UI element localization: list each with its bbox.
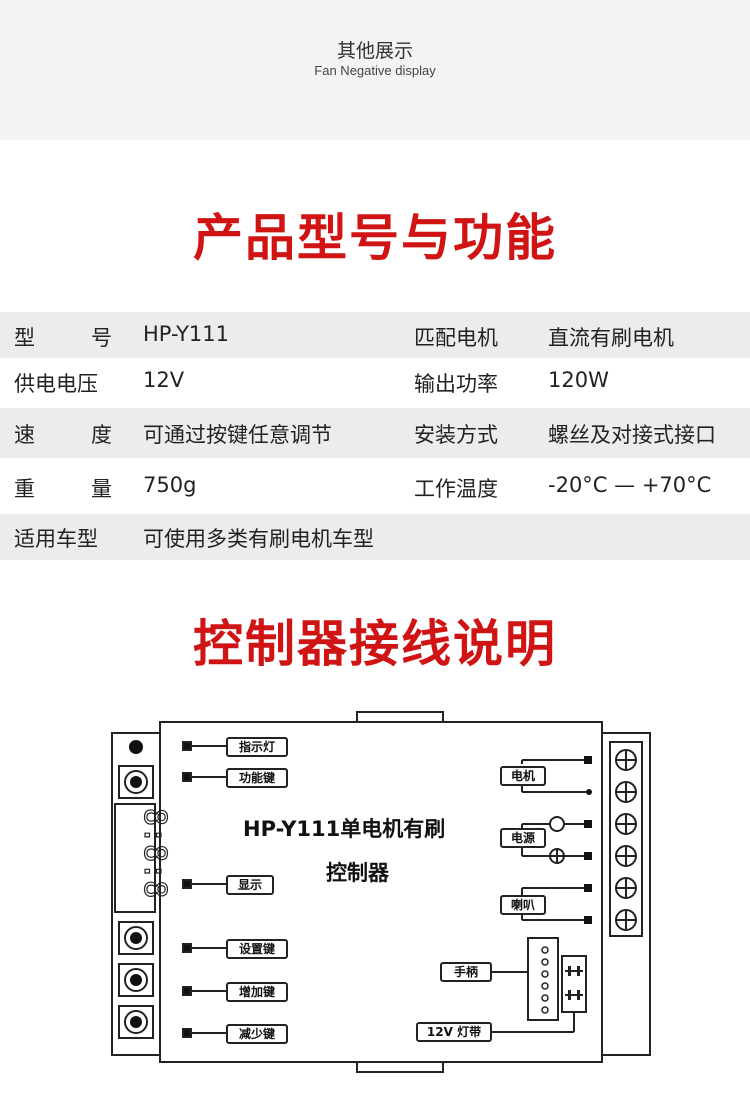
wiring-diagram-svg: 8:8:8	[111, 711, 651, 1073]
spec-label-speed: 速度	[14, 419, 112, 449]
spec-value: -20°C — +70°C	[548, 473, 712, 497]
set-button	[118, 921, 154, 955]
section-title-specs: 产品型号与功能	[193, 209, 557, 267]
spec-value: 直流有刷电机	[548, 326, 674, 350]
handle-connector-pins	[541, 946, 549, 1014]
label-decrease-key: 减少键	[226, 1024, 288, 1044]
increase-button	[118, 963, 154, 997]
spec-label: 安装方式	[414, 423, 498, 447]
spec-label: 输出功率	[414, 372, 498, 396]
decrease-button	[118, 1005, 154, 1039]
spec-row: 供电电压 12V 输出功率 120W	[0, 358, 750, 408]
label-set-key: 设置键	[226, 939, 288, 959]
spec-value: 750g	[143, 473, 197, 497]
spec-label: 供电电压	[14, 372, 98, 396]
terminal-lead-ends	[584, 756, 592, 924]
spec-value: HP-Y111	[143, 322, 229, 346]
spec-value: 12V	[143, 368, 185, 392]
top-banner: 其他展示 Fan Negative display	[0, 0, 750, 140]
spec-label-part: 重	[14, 477, 35, 501]
spec-row: 重量 750g 工作温度 -20°C — +70°C	[0, 458, 750, 514]
banner-title-en: Fan Negative display	[314, 63, 436, 78]
label-function-key: 功能键	[226, 768, 288, 788]
spec-value: 可使用多类有刷电机车型	[143, 527, 374, 551]
label-increase-key: 增加键	[226, 982, 288, 1002]
label-12v-light-strip: 12V 灯带	[416, 1022, 492, 1042]
spec-label: 适用车型	[14, 527, 98, 551]
right-wiring	[486, 759, 587, 1033]
board-title-line1: HP-Y111单电机有刷	[243, 817, 446, 841]
spec-label-part: 号	[91, 326, 112, 350]
spec-label-weight: 重量	[14, 473, 112, 503]
top-mount-tab	[356, 711, 444, 723]
section-title-wiring: 控制器接线说明	[193, 615, 557, 673]
spec-value: 螺丝及对接式接口	[548, 423, 716, 447]
label-display: 显示	[226, 875, 274, 895]
terminal-screws	[615, 749, 637, 931]
function-button	[118, 765, 154, 799]
indicator-led	[129, 740, 143, 754]
spec-label-part: 量	[91, 477, 112, 501]
wiring-diagram: 8:8:8	[0, 700, 750, 1096]
right-terminal-block	[601, 732, 651, 1056]
spec-value: 可通过按键任意调节	[143, 423, 332, 447]
spec-label: 匹配电机	[414, 326, 498, 350]
board-title-line2: 控制器	[326, 861, 389, 885]
spec-row: 速度 可通过按键任意调节 安装方式 螺丝及对接式接口	[0, 408, 750, 458]
label-horn: 喇叭	[500, 895, 546, 915]
spec-label-part: 型	[14, 326, 35, 350]
left-connector-leads	[182, 741, 226, 1038]
spec-value: 120W	[548, 368, 609, 392]
display-digits: 8:8:8	[137, 808, 172, 898]
spec-label: 工作温度	[414, 477, 498, 501]
spec-label-part: 度	[91, 423, 112, 447]
label-motor: 电机	[500, 766, 546, 786]
bottom-mount-tab	[356, 1061, 444, 1073]
spec-label-part: 速	[14, 423, 35, 447]
banner-title-cn: 其他展示	[336, 40, 413, 62]
spec-row: 型号 HP-Y111 匹配电机 直流有刷电机	[0, 312, 750, 358]
light-connector-pins	[565, 966, 583, 1000]
label-handle: 手柄	[440, 962, 492, 982]
spec-label-model: 型号	[14, 322, 112, 352]
display-panel: 8:8:8	[114, 803, 173, 913]
label-power: 电源	[500, 828, 546, 848]
spec-row: 适用车型 可使用多类有刷电机车型	[0, 514, 750, 560]
label-indicator-light: 指示灯	[226, 737, 288, 757]
terminal-strip	[609, 741, 643, 937]
